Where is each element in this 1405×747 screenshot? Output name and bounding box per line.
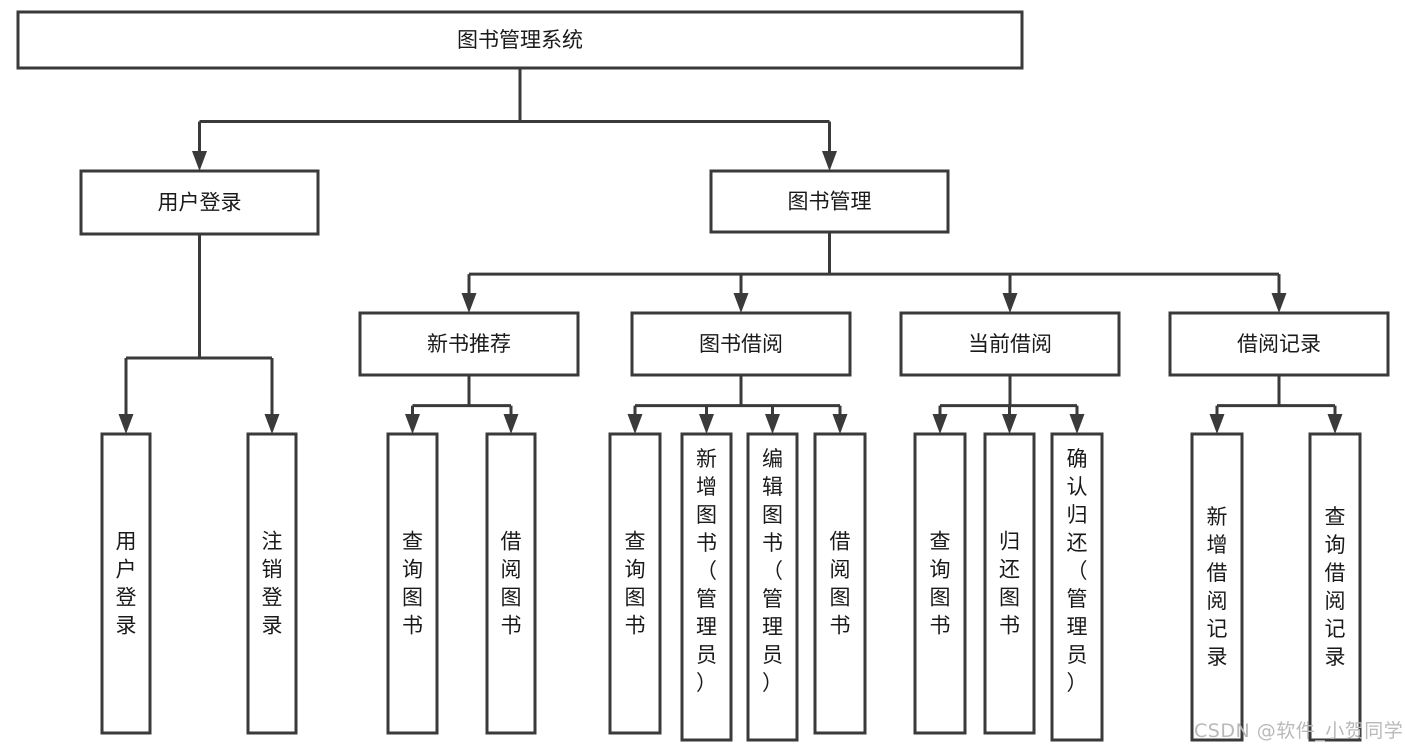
node-current-borrow[interactable]: 当前借阅 [899, 311, 1121, 377]
node-leaf-borrow-book[interactable]: 借阅图书 [813, 432, 867, 735]
arrow-head-icon [461, 293, 477, 313]
node-borrow-record[interactable]: 借阅记录 [1168, 311, 1390, 377]
node-label-new-book-recommend: 新书推荐 [427, 332, 511, 356]
arrow-head-icon [932, 414, 948, 434]
node-box-leaf-return-book[interactable] [983, 432, 1036, 735]
node-book-management[interactable]: 图书管理 [709, 169, 950, 234]
node-leaf-edit-book[interactable]: 编辑图书（管理员） [746, 432, 799, 742]
arrow-head-icon [822, 151, 837, 171]
arrow-head-icon [627, 414, 643, 434]
node-label-leaf-query-book-current: 查询图书 [930, 530, 951, 638]
node-box-leaf-borrow-book-recommend[interactable] [485, 432, 537, 735]
node-box-leaf-user-login[interactable] [100, 432, 152, 735]
node-label-leaf-borrow-book: 借阅图书 [830, 530, 851, 638]
node-label-book-borrow: 图书借阅 [699, 332, 783, 356]
node-label-leaf-query-book-recommend: 查询图书 [402, 530, 423, 638]
node-box-root[interactable] [16, 10, 1024, 70]
node-root[interactable]: 图书管理系统 [16, 10, 1024, 70]
connector-group-borrow-record [1209, 375, 1343, 434]
arrow-head-icon [1069, 414, 1085, 434]
node-label-root: 图书管理系统 [457, 28, 583, 52]
node-label-leaf-borrow-book-recommend: 借阅图书 [501, 530, 522, 638]
node-leaf-borrow-book-recommend[interactable]: 借阅图书 [485, 432, 537, 735]
node-leaf-return-book[interactable]: 归还图书 [983, 432, 1036, 735]
node-label-leaf-query-borrow-record: 查询借阅记录 [1325, 505, 1346, 669]
node-leaf-query-book-borrow[interactable]: 查询图书 [608, 432, 662, 735]
arrow-head-icon [1002, 293, 1018, 313]
arrow-head-icon [1002, 414, 1017, 434]
node-leaf-query-book-current[interactable]: 查询图书 [913, 432, 967, 735]
node-box-leaf-add-book[interactable] [680, 432, 733, 742]
node-book-borrow[interactable]: 图书借阅 [630, 311, 852, 377]
node-box-new-book-recommend[interactable] [358, 311, 580, 377]
node-leaf-query-book-recommend[interactable]: 查询图书 [386, 432, 439, 735]
connector-lines [118, 68, 1343, 434]
node-box-user-login[interactable] [79, 169, 320, 236]
node-new-book-recommend[interactable]: 新书推荐 [358, 311, 580, 377]
node-label-leaf-user-login: 用户登录 [116, 530, 137, 638]
arrow-head-icon [503, 414, 519, 434]
node-box-book-management[interactable] [709, 169, 950, 234]
arrow-head-icon [118, 414, 134, 434]
node-label-current-borrow: 当前借阅 [968, 332, 1052, 356]
node-leaf-confirm-return[interactable]: 确认归还（管理员） [1050, 432, 1104, 742]
node-box-current-borrow[interactable] [899, 311, 1121, 377]
node-label-leaf-edit-book: 编辑图书（管理员） [762, 447, 783, 695]
node-box-borrow-record[interactable] [1168, 311, 1390, 377]
node-box-book-borrow[interactable] [630, 311, 852, 377]
node-box-leaf-borrow-book[interactable] [813, 432, 867, 735]
node-boxes: 图书管理系统用户登录图书管理新书推荐图书借阅当前借阅借阅记录用户登录注销登录查询… [16, 10, 1390, 742]
node-label-leaf-add-borrow-record: 新增借阅记录 [1207, 505, 1228, 669]
node-box-leaf-query-book-recommend[interactable] [386, 432, 439, 735]
node-label-borrow-record: 借阅记录 [1237, 332, 1321, 356]
node-label-leaf-logout-login: 注销登录 [262, 530, 283, 638]
node-box-leaf-confirm-return[interactable] [1050, 432, 1104, 742]
arrow-head-icon [192, 151, 207, 171]
node-label-leaf-return-book: 归还图书 [999, 530, 1020, 638]
arrow-head-icon [1327, 414, 1343, 434]
arrow-head-icon [765, 414, 780, 434]
arrow-head-icon [699, 414, 714, 434]
node-box-leaf-logout-login[interactable] [246, 432, 298, 735]
node-label-leaf-confirm-return: 确认归还（管理员） [1067, 447, 1088, 695]
connector-group-root [192, 68, 837, 171]
arrow-head-icon [733, 293, 749, 313]
arrow-head-icon [832, 414, 848, 434]
node-label-user-login: 用户登录 [158, 191, 242, 215]
node-box-leaf-add-borrow-record[interactable] [1190, 432, 1244, 742]
node-box-leaf-query-book-borrow[interactable] [608, 432, 662, 735]
node-user-login[interactable]: 用户登录 [79, 169, 320, 236]
node-box-leaf-query-borrow-record[interactable] [1308, 432, 1362, 742]
arrow-head-icon [264, 414, 280, 434]
arrow-head-icon [1271, 293, 1287, 313]
node-leaf-logout-login[interactable]: 注销登录 [246, 432, 298, 735]
connector-group-book-management [461, 232, 1287, 313]
node-leaf-user-login[interactable]: 用户登录 [100, 432, 152, 735]
node-label-book-management: 图书管理 [788, 190, 872, 214]
node-leaf-query-borrow-record[interactable]: 查询借阅记录 [1308, 432, 1362, 742]
node-label-leaf-add-book: 新增图书（管理员） [696, 447, 717, 695]
node-box-leaf-query-book-current[interactable] [913, 432, 967, 735]
arrow-head-icon [1209, 414, 1225, 434]
arrow-head-icon [405, 414, 420, 434]
connector-group-user-login [118, 234, 280, 434]
connector-group-book-borrow [627, 375, 848, 434]
node-box-leaf-edit-book[interactable] [746, 432, 799, 742]
node-leaf-add-book[interactable]: 新增图书（管理员） [680, 432, 733, 742]
connector-group-new-book-recommend [405, 375, 519, 434]
node-label-leaf-query-book-borrow: 查询图书 [625, 530, 646, 638]
node-leaf-add-borrow-record[interactable]: 新增借阅记录 [1190, 432, 1244, 742]
connector-group-current-borrow [932, 375, 1085, 434]
